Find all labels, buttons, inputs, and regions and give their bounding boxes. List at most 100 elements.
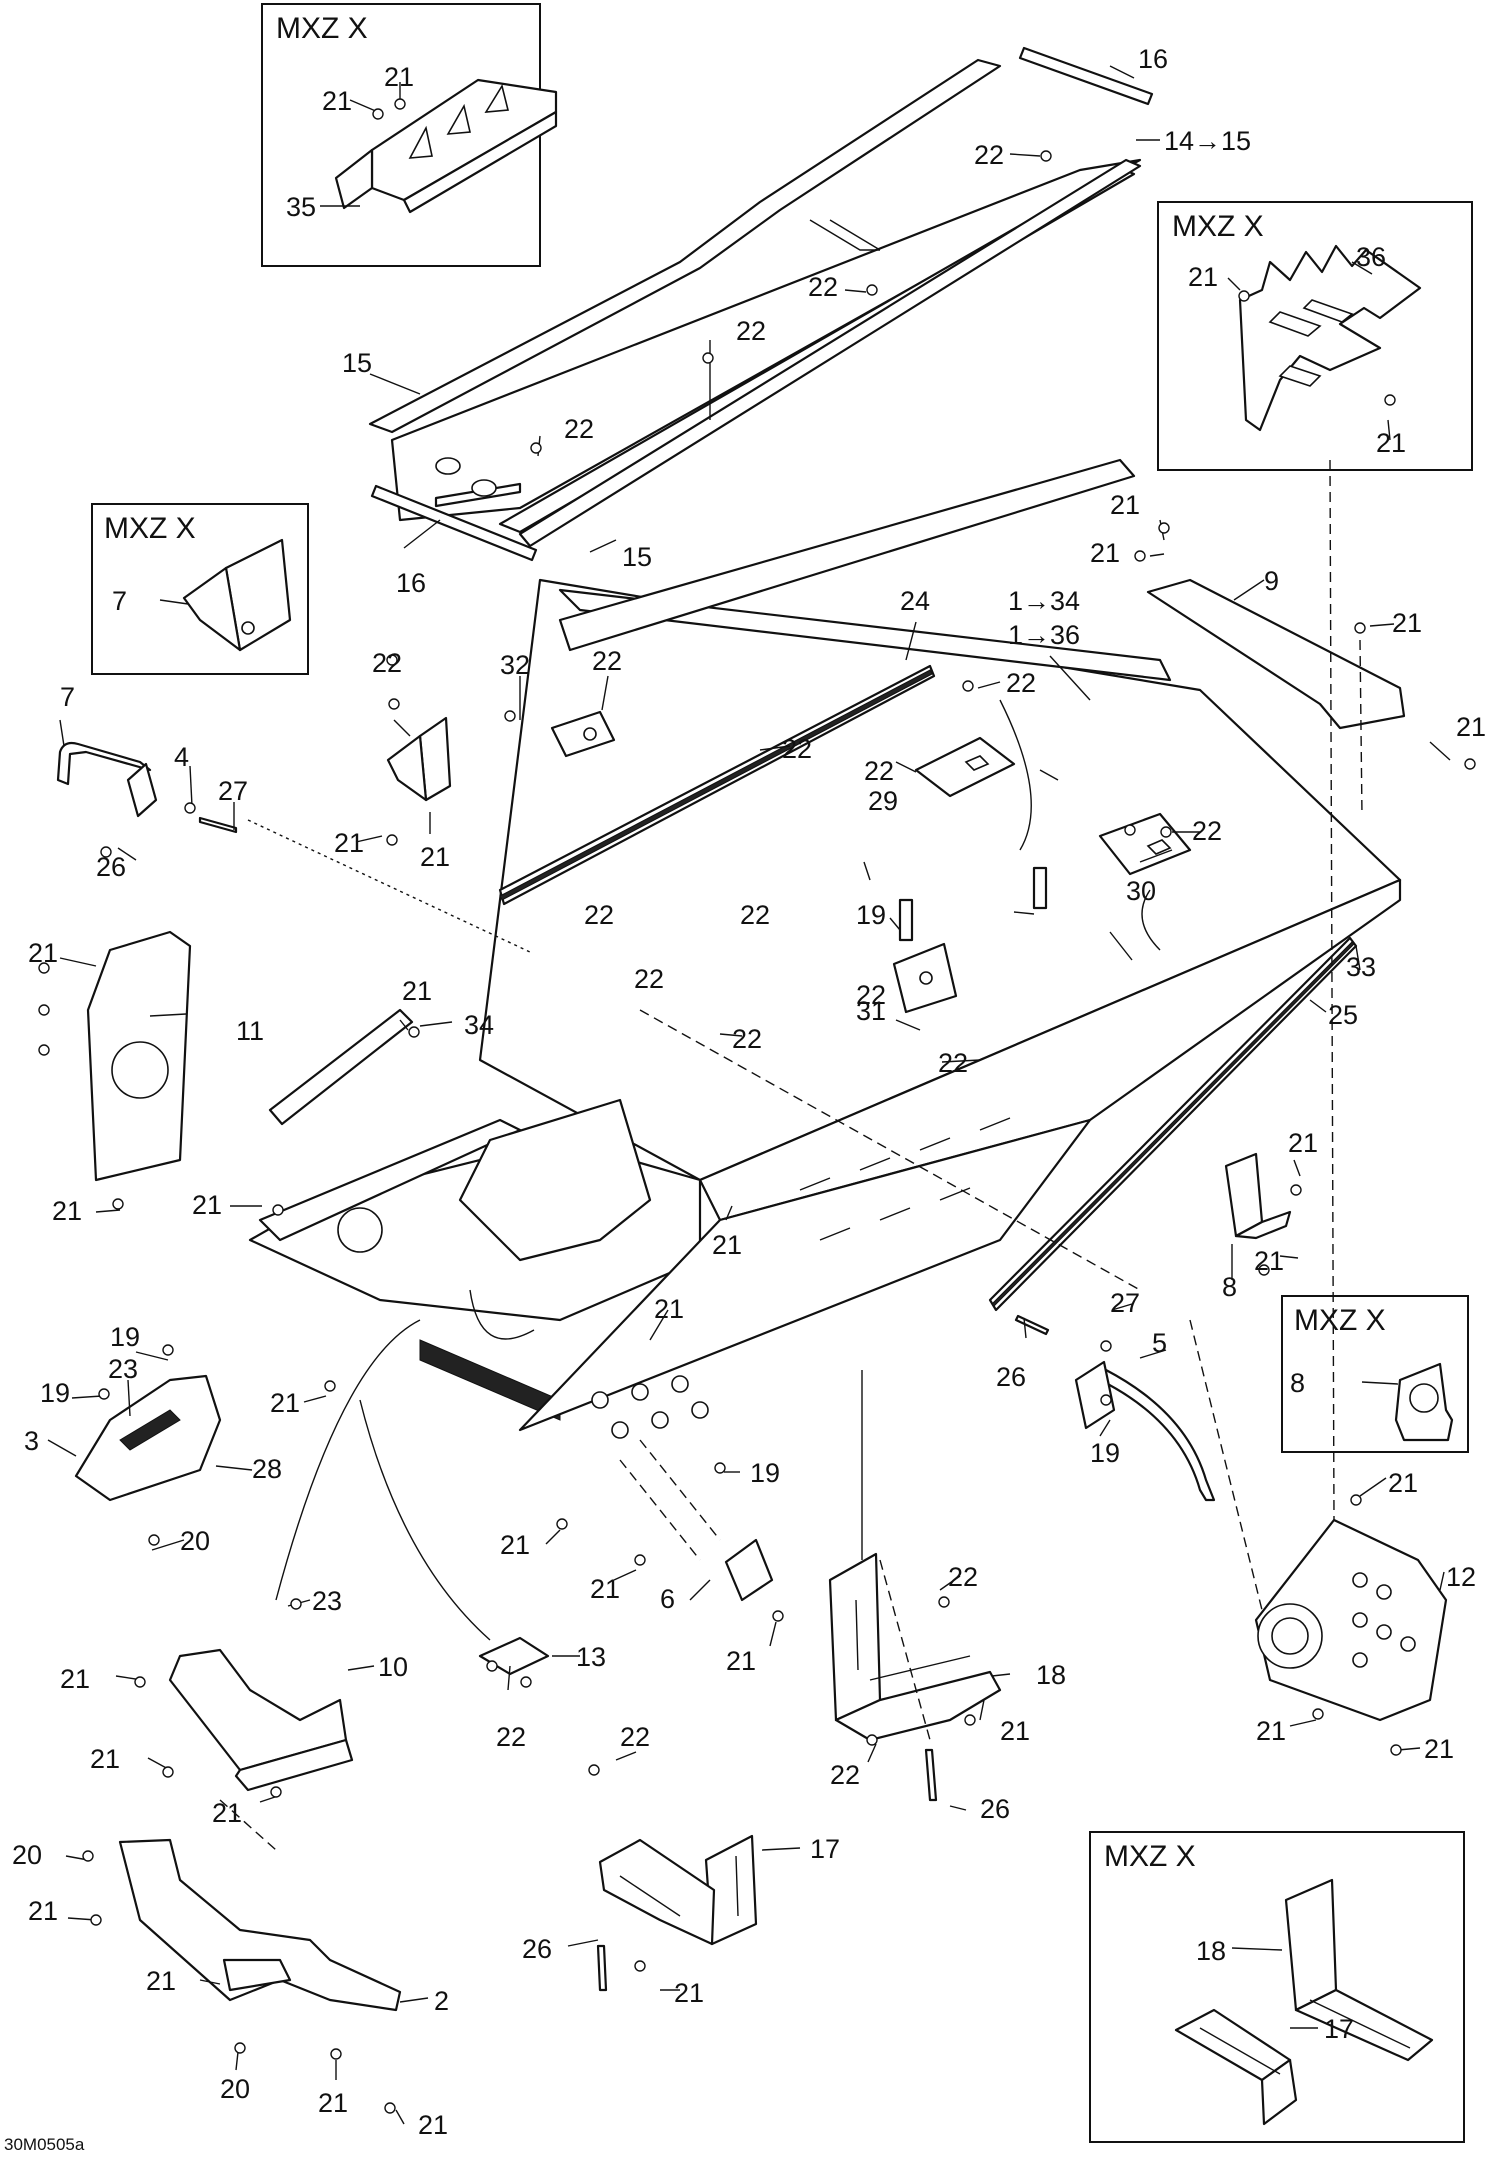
bracket-8 [1224,1152,1292,1240]
callout: 21 [334,828,364,858]
callout: 21 [654,1294,684,1324]
slide-rail-24 [498,664,936,906]
callout: 22 [974,140,1004,170]
bracket-2 [118,1838,402,2012]
callout: 22 [372,648,402,678]
callout: 21 [1456,712,1486,742]
callout: 21 [1254,1246,1284,1276]
inset-box-mxzx-17-18: MXZ X [1089,1831,1465,2143]
bracket-29 [914,736,1016,798]
callout: 21 [1424,1734,1454,1764]
callout: 21 [1000,1716,1030,1746]
callout: 21 [1188,262,1218,292]
callout: 3 [24,1426,39,1456]
callout: 22 [1006,668,1036,698]
callout: 22 [1192,816,1222,846]
callout: 13 [576,1642,606,1672]
callout: 1→36 [1008,620,1080,650]
callout: 18 [1196,1936,1226,1966]
callout: 19 [856,900,886,930]
bracket-33 [892,942,958,1014]
bracket-6 [724,1538,774,1602]
callout: 7 [60,682,75,712]
callout: 21 [1256,1716,1286,1746]
callout: 21 [1090,538,1120,568]
bracket-34 [268,1008,414,1126]
callout: 19 [110,1322,140,1352]
callout: 7 [112,586,127,616]
callout: 26 [980,1794,1010,1824]
handle-bar-5 [1074,1360,1216,1502]
bracket-10 [168,1648,354,1792]
callout: 14→15 [1164,126,1251,156]
inset-box-mxzx-7: MXZ X [91,503,309,675]
handle-bar-4 [56,741,158,818]
callout: 17 [810,1834,840,1864]
callout: 23 [312,1586,342,1616]
bracket-32 [550,710,616,758]
callout: 22 [496,1722,526,1752]
callout: 22 [584,900,614,930]
tunnel-rails-14-15 [368,46,1154,562]
callout: 20 [12,1840,42,1870]
callout: 31 [856,996,886,1026]
callout: 5 [1152,1328,1167,1358]
callout: 22 [620,1722,650,1752]
callout: 21 [418,2110,448,2140]
drawing-code: 30M0505a [4,2135,85,2154]
callout: 25 [1328,1000,1358,1030]
callout: 24 [900,586,930,616]
callout: 21 [28,938,58,968]
callout: 27 [218,776,248,806]
main-frame-tunnel [248,458,1402,1439]
callout: 23 [108,1354,138,1384]
callout: 21 [192,1190,222,1220]
callout: 1→34 [1008,586,1080,616]
callout: 21 [1392,608,1422,638]
callout: 21 [322,86,352,116]
callout: 28 [252,1454,282,1484]
callout: 21 [318,2088,348,2118]
callout: 33 [1346,952,1376,982]
callout: 17 [1324,2014,1354,2044]
callout-labels: 16 14→15 22 22 22 22 15 15 16 21 21 35 3… [12,44,1486,2140]
inset-box-mxzx-35: MXZ X [261,3,558,267]
callout: 19 [40,1378,70,1408]
leader-lines [47,65,1451,2125]
callout: 22 [938,1048,968,1078]
callout: 22 [808,272,838,302]
bracket-9 [1146,578,1406,730]
callout: 22 [782,734,812,764]
callout: 9 [1264,566,1279,596]
bracket-18 [828,1552,1002,1742]
callout: 21 [270,1388,300,1418]
posts-31 [898,866,1048,942]
callout: 26 [996,1362,1026,1392]
callout: 22 [740,900,770,930]
callout: 32 [500,650,530,680]
callout: 21 [90,1744,120,1774]
callout: 16 [396,568,426,598]
callout: 8 [1222,1272,1237,1302]
callout: 21 [212,1798,242,1828]
assembly-lines [219,459,1363,1851]
callout: 22 [856,980,886,1010]
bracket-17 [598,1834,758,1946]
floor-holes [591,1375,709,1439]
callout: 11 [236,1016,264,1046]
slide-rail-25 [988,936,1358,1312]
callout: 21 [712,1230,742,1260]
inset-box-mxzx-36: MXZ X [1157,201,1473,471]
callout: 21 [60,1664,90,1694]
plate-11 [86,930,192,1182]
callout: 21 [146,1966,176,1996]
callout: 22 [830,1760,860,1790]
callout: 2 [434,1986,449,2016]
callout: 21 [1110,490,1140,520]
plate-12 [1254,1518,1448,1722]
callout: 22 [564,414,594,444]
callout: 6 [660,1584,675,1614]
callout: 26 [96,852,126,882]
callout: 21 [726,1646,756,1676]
